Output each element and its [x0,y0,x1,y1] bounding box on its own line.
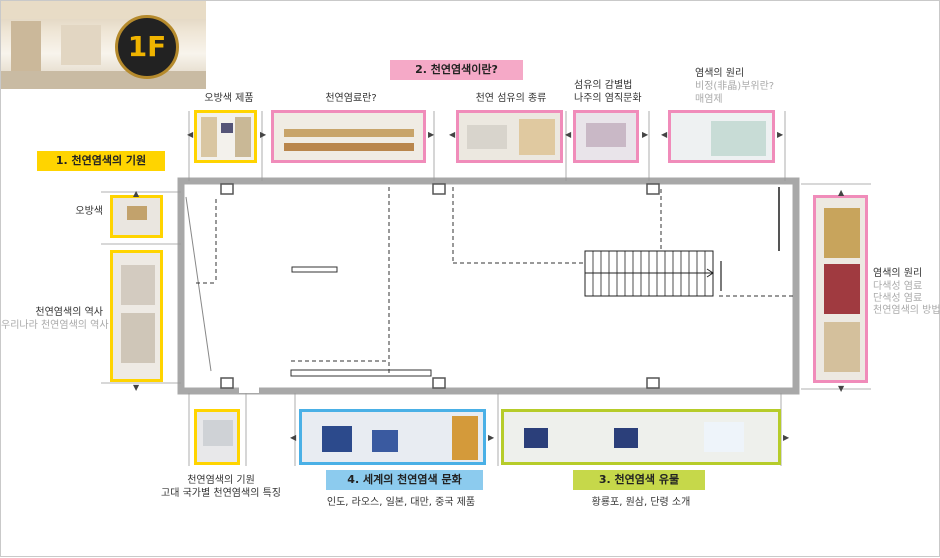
arrow-right-icon: ▶ [260,130,267,139]
photo-dye-materials [271,110,426,163]
label-korea-dye-history: 우리나라 천연염색의 역사 [1,320,109,331]
pillar [220,377,234,389]
label-fiber-types: 천연 섬유의 종류 [475,93,547,104]
arrow-right-icon: ▶ [642,130,649,139]
pillar [432,183,446,195]
label-naju-dye-culture: 나주의 염직문화 [574,93,642,104]
arrow-down-icon: ▼ [838,384,845,393]
photo-fiber-types [456,110,563,163]
arrow-left-icon: ◀ [661,130,668,139]
photo-dye-principle-right [813,195,868,383]
center-wall [291,266,338,273]
label-obangsaek: 오방색 [75,206,103,217]
label-origin-caption1: 천연염색의 기원 [187,475,255,486]
label-dye-principle-right: 염색의 원리 [873,268,923,279]
pillar [220,183,234,195]
photo-natural-dye-history [110,250,163,382]
arrow-right-icon: ▶ [777,130,784,139]
photo-world-dye-culture [299,409,486,465]
tag-what-is-natural-dye: 2. 천연염색이란? [390,60,523,80]
photo-fiber-identification [573,110,639,163]
floor-badge: 1F [115,15,179,79]
left-panel-line [185,196,212,372]
label-multicolor-dye: 다색성 염료 [873,281,923,292]
arrow-right-icon: ▶ [428,130,435,139]
photo-obangsaek [110,195,163,238]
photo-origin [194,409,240,465]
label-what-is-dye-material: 천연염료란? [325,93,377,104]
arrow-up-icon: ▲ [133,189,140,198]
outer-wall [177,177,800,395]
label-origin-caption2: 고대 국가별 천연염색의 특징 [161,488,281,499]
label-world-countries: 인도, 라오스, 일본, 대만, 중국 제품 [326,497,476,508]
label-amorphous-region: 비정(非晶)부위란? [695,81,775,92]
label-monocolor-dye: 단색성 염료 [873,293,923,304]
pillar [646,377,660,389]
photo-dye-principle-top [668,110,775,163]
label-dye-method: 천연염색의 방법 [873,305,940,316]
tag-natural-dye-relics: 3. 천연염색 유물 [573,470,705,490]
arrow-down-icon: ▼ [133,383,140,392]
arrow-left-icon: ◀ [290,433,297,442]
label-obangsaek-products: 오방색 제품 [204,93,254,104]
pillar [432,377,446,389]
bottom-shelf [290,369,432,377]
arrow-left-icon: ◀ [565,130,572,139]
tag-natural-dye-origin: 1. 천연염색의 기원 [37,151,165,171]
arrow-right-icon: ▶ [783,433,790,442]
arrow-left-icon: ◀ [449,130,456,139]
lobby-photo: 1F [1,1,206,89]
photo-obangsaek-products [194,110,257,163]
photo-natural-dye-relics [501,409,781,465]
label-fiber-identification: 섬유의 감별법 [574,80,633,91]
arrow-left-icon: ◀ [187,130,194,139]
arrow-up-icon: ▲ [838,188,845,197]
exit-gap [239,385,259,393]
pillar [646,183,660,195]
label-dye-principle-top: 염색의 원리 [695,68,745,79]
label-natural-dye-history: 천연염색의 역사 [35,307,103,318]
tag-world-dye-culture: 4. 세계의 천연염색 문화 [326,470,483,490]
label-mordant: 매염제 [695,94,723,105]
label-relics-items: 황룡포, 원삼, 단령 소개 [591,497,691,508]
arrow-right-icon: ▶ [488,433,495,442]
